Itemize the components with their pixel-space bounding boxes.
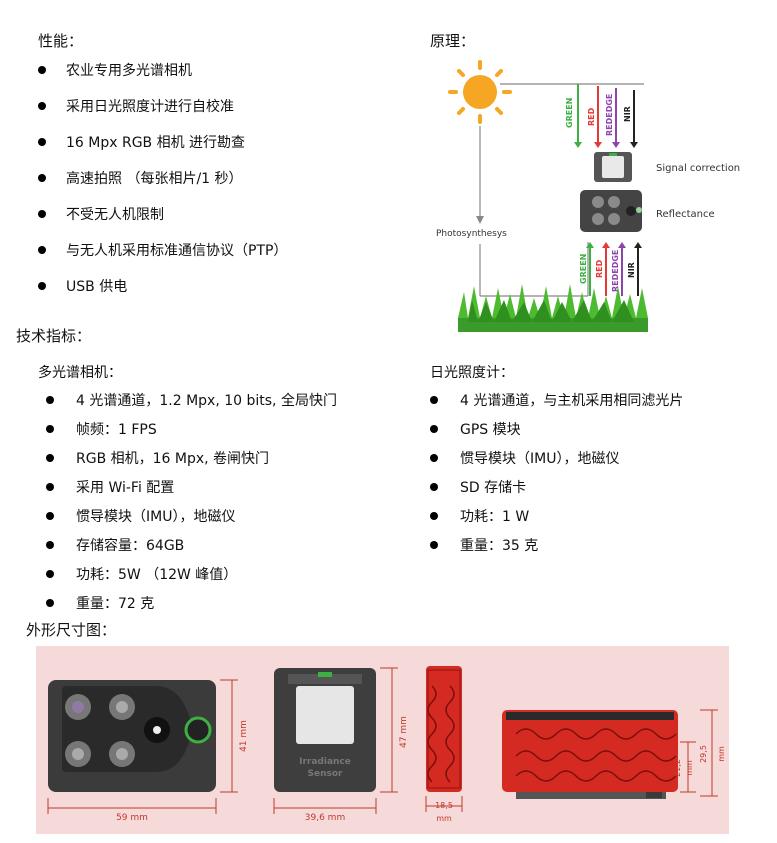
irradiance-sensor-icon — [594, 152, 632, 182]
list-item: GPS 模块 — [460, 422, 521, 438]
irradiance-side-view — [426, 666, 462, 792]
list-item: 重量：72 克 — [76, 596, 155, 612]
band-arrows-top: GREEN RED REDEDGE NIR — [565, 84, 638, 148]
performance-heading: 性能： — [38, 32, 84, 50]
svg-text:GREEN: GREEN — [579, 254, 588, 284]
dimensions-panel: 59 mm 41 mm Irradiance Sensor 39,6 mm 47… — [36, 646, 729, 834]
svg-text:REDEDGE: REDEDGE — [605, 94, 614, 136]
band-arrows-bottom: GREEN RED REDEDGE NIR — [579, 242, 642, 296]
grass-icon — [458, 284, 648, 332]
dimensions-drawing: 59 mm 41 mm Irradiance Sensor 39,6 mm 47… — [47, 666, 726, 823]
bullet — [46, 570, 54, 578]
principle-diagram: Photosynthesys GREEN RED REDEDGE NIR Sig… — [436, 60, 740, 332]
bullet — [46, 599, 54, 607]
signal-correction-label: Signal correction — [656, 163, 740, 174]
height-unit-2: mm — [717, 746, 726, 762]
principle-heading: 原理： — [430, 32, 476, 50]
bullet — [46, 483, 54, 491]
bullet — [38, 282, 46, 290]
bullet — [38, 210, 46, 218]
list-item: 与无人机采用标准通信协议（PTP） — [66, 243, 288, 259]
bullet — [38, 102, 46, 110]
svg-text:RED: RED — [595, 259, 604, 278]
bullet — [430, 512, 438, 520]
list-item: 不受无人机限制 — [66, 207, 164, 223]
list-item: 16 Mpx RGB 相机 进行勘查 — [66, 135, 246, 151]
camera-width-label: 59 mm — [116, 813, 148, 823]
photosynthesys-label: Photosynthesys — [436, 229, 507, 239]
list-item: 农业专用多光谱相机 — [66, 63, 192, 79]
side-width-label: 18,5 — [435, 801, 453, 810]
list-item: 功耗：1 W — [460, 509, 530, 525]
bullet — [430, 396, 438, 404]
list-item: 采用 Wi-Fi 配置 — [76, 480, 175, 496]
list-item: 高速拍照 （每张相片/1 秒） — [66, 171, 243, 187]
height-label-2: 29,5 — [699, 745, 708, 763]
irradiance-label: Irradiance — [299, 757, 351, 767]
svg-text:NIR: NIR — [627, 262, 636, 278]
bullet — [38, 138, 46, 146]
dim-lines-irradiance — [273, 667, 398, 814]
dim-lines-camera — [47, 679, 238, 814]
bullet — [38, 246, 46, 254]
svg-text:NIR: NIR — [623, 106, 632, 122]
list-item: 惯导模块（IMU），地磁仪 — [460, 451, 620, 467]
list-item: USB 供电 — [66, 279, 128, 295]
bullet — [38, 66, 46, 74]
bullet — [430, 483, 438, 491]
list-item: 采用日光照度计进行自校准 — [66, 99, 234, 115]
camera-specs-heading: 多光谱相机： — [38, 365, 122, 381]
list-item: 4 光谱通道，1.2 Mpx, 10 bits, 全局快门 — [76, 393, 337, 409]
dim-lines-side — [425, 796, 463, 812]
list-item: 存储容量：64GB — [76, 538, 185, 554]
bullet — [38, 174, 46, 182]
arrow-head — [476, 216, 484, 224]
reflectance-label: Reflectance — [656, 209, 715, 220]
list-item: 重量：35 克 — [460, 538, 539, 554]
height-label-1: 21,2 — [673, 759, 682, 777]
irradiance-height-label: 47 mm — [399, 716, 409, 748]
bullet — [46, 512, 54, 520]
bullet — [46, 396, 54, 404]
camera-icon — [580, 190, 642, 232]
camera-front-view — [48, 680, 216, 792]
side-width-unit: mm — [436, 814, 452, 823]
svg-text:GREEN: GREEN — [565, 98, 574, 128]
bullet — [430, 454, 438, 462]
irradiance-sensor-view: Irradiance Sensor — [274, 668, 376, 792]
list-item: SD 存储卡 — [460, 480, 527, 496]
bullet — [430, 541, 438, 549]
svg-text:RED: RED — [587, 107, 596, 126]
list-item: RGB 相机，16 Mpx, 卷闸快门 — [76, 451, 270, 467]
list-item: 功耗：5W （12W 峰值） — [76, 567, 238, 583]
bullet — [46, 425, 54, 433]
list-item: 惯导模块（IMU），地磁仪 — [76, 509, 236, 525]
dimensions-heading: 外形尺寸图： — [26, 621, 117, 639]
list-item: 4 光谱通道，与主机采用相同滤光片 — [460, 393, 684, 409]
dim-lines-camera-side — [680, 709, 718, 797]
height-unit-1: mm — [685, 760, 694, 776]
irradiance-width-label: 39,6 mm — [305, 813, 345, 823]
list-item: 帧频：1 FPS — [76, 422, 157, 438]
sun-icon — [448, 60, 512, 124]
camera-side-view — [502, 710, 678, 799]
camera-height-label: 41 mm — [239, 720, 249, 752]
svg-text:REDEDGE: REDEDGE — [611, 250, 620, 292]
sensor-label: Sensor — [308, 769, 344, 779]
bullet — [46, 454, 54, 462]
bullet — [430, 425, 438, 433]
specs-heading: 技术指标： — [16, 327, 92, 345]
sensor-specs-heading: 日光照度计： — [430, 365, 514, 381]
bullet — [46, 541, 54, 549]
